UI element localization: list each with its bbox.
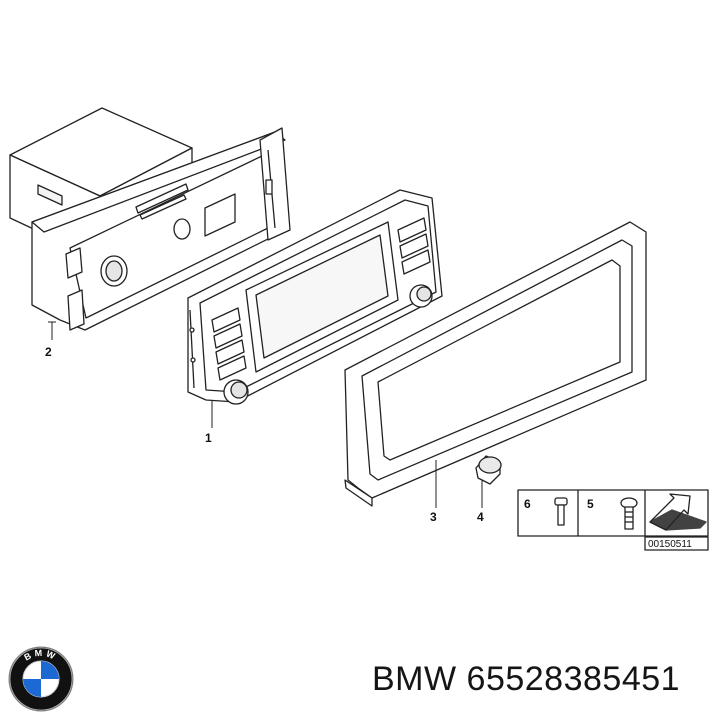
- logo-letters: BMW: [22, 648, 56, 663]
- right-knob: [409, 284, 433, 308]
- brand-name: BMW: [372, 660, 457, 698]
- direction-arrow-icon: [649, 493, 707, 531]
- right-vent: [397, 217, 431, 275]
- reference-code: 00150511: [648, 539, 692, 550]
- callout-part-6: 6: [524, 497, 531, 511]
- left-vent: [211, 307, 247, 381]
- callout-part-1: 1: [205, 431, 212, 445]
- knob-part-4: [475, 455, 502, 508]
- bmw-logo-icon: BMW: [8, 646, 74, 712]
- control-panel-part-1: [187, 189, 443, 428]
- rear-housing-part-2: [9, 107, 291, 340]
- screw-part-6: [554, 497, 568, 526]
- part-number: 65528385451: [466, 660, 681, 698]
- hardware-legend: [517, 489, 709, 551]
- left-knob: [223, 379, 249, 405]
- part-caption: BMW 65528385451: [372, 660, 680, 699]
- screw-part-5: [620, 497, 638, 530]
- callout-part-3: 3: [430, 510, 437, 524]
- svg-text:BMW: BMW: [22, 648, 59, 663]
- callout-part-5: 5: [587, 497, 594, 511]
- trim-frame-part-3: [344, 221, 647, 508]
- callout-part-4: 4: [477, 510, 484, 524]
- callout-part-2: 2: [45, 345, 52, 359]
